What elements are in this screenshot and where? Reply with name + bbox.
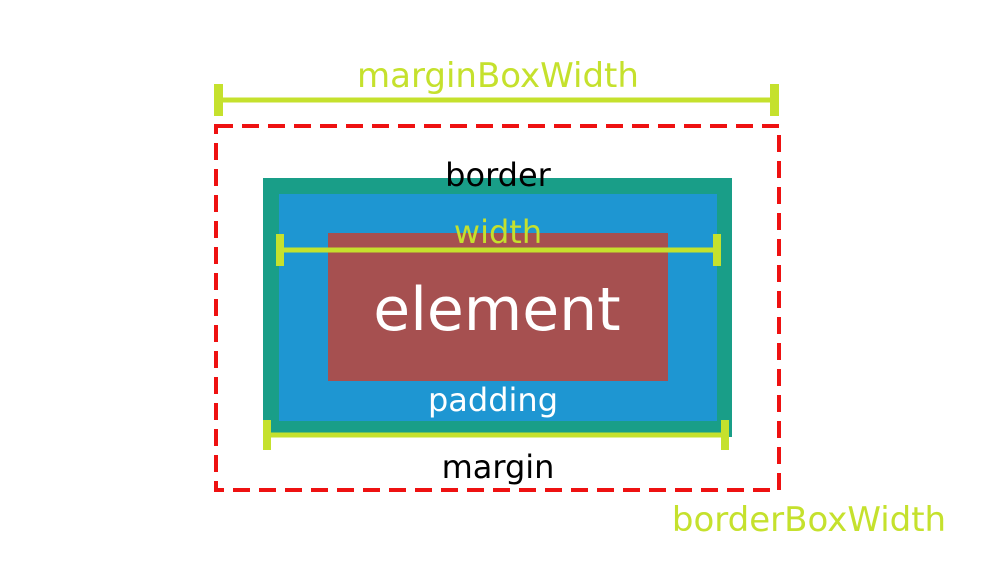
margin-box-outline — [214, 124, 781, 492]
element-content-box — [328, 233, 668, 381]
element-label: element — [373, 275, 620, 345]
border-box-width-label: borderBoxWidth — [672, 500, 946, 540]
width-measure — [276, 234, 721, 266]
margin-label: margin — [442, 448, 555, 486]
border-label: border — [445, 156, 551, 194]
margin-box-width-left-tick — [214, 84, 223, 116]
margin-box-width-label: marginBoxWidth — [357, 56, 639, 96]
border-box-width-left-tick — [263, 420, 271, 450]
margin-box-width-right-tick — [770, 84, 779, 116]
border-box-width-right-tick — [721, 420, 729, 450]
width-left-tick — [276, 234, 284, 266]
margin-box-width-measure — [214, 84, 779, 116]
width-label: width — [454, 213, 542, 251]
border-box-width-measure — [263, 420, 729, 450]
padding-label: padding — [428, 381, 558, 419]
width-right-tick — [713, 234, 721, 266]
